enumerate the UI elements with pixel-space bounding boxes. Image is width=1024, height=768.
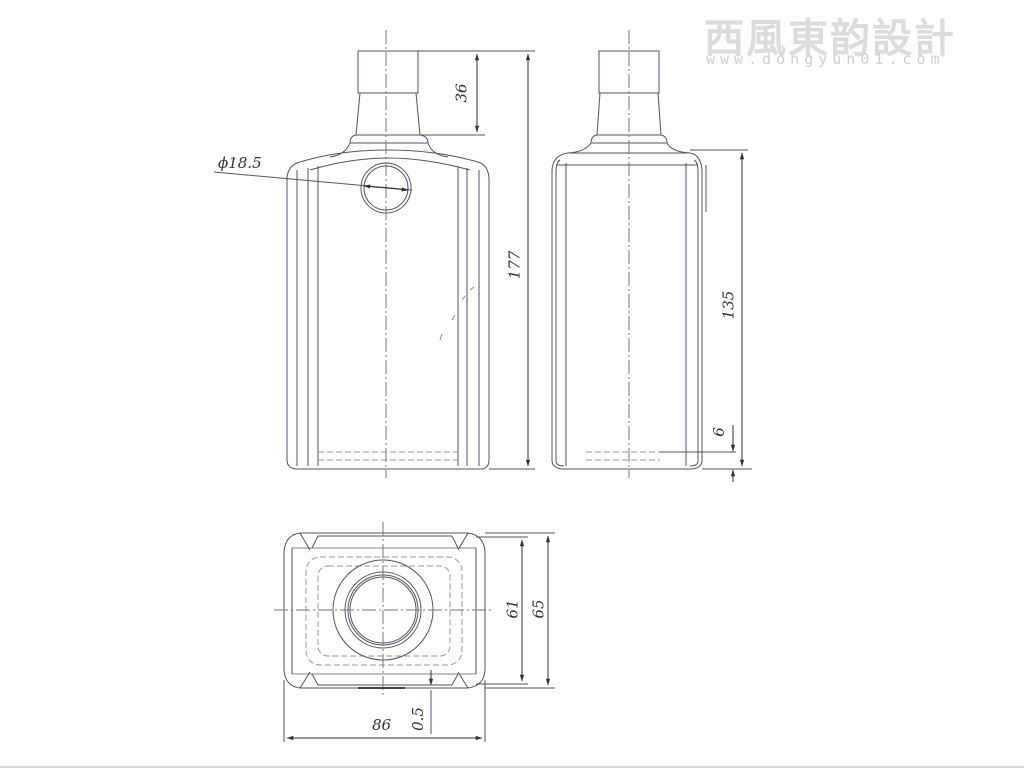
- dim-label-width: 86: [372, 716, 392, 734]
- dim-label-offset: 0.5: [408, 707, 427, 731]
- watermark-url: www.dongyun01.com: [706, 50, 945, 68]
- dim-label-hole-diameter: ϕ18.5: [218, 154, 262, 172]
- watermark-brand: 西風東韵設計: [704, 16, 956, 62]
- front-view: [213, 30, 535, 478]
- bottom-border: [0, 766, 1024, 768]
- dim-label-total-height: 177: [505, 250, 524, 280]
- dim-label-body-height: 135: [719, 290, 738, 320]
- dim-label-outer-depth: 65: [529, 599, 548, 619]
- side-view: [551, 30, 752, 482]
- dim-label-base-height: 6: [709, 427, 728, 437]
- dim-label-neck-height: 36: [452, 83, 471, 103]
- dim-label-inner-depth: 61: [503, 599, 522, 619]
- watermark: 西風東韵設計 www.dongyun01.com: [700, 6, 1020, 70]
- top-view: [274, 522, 555, 742]
